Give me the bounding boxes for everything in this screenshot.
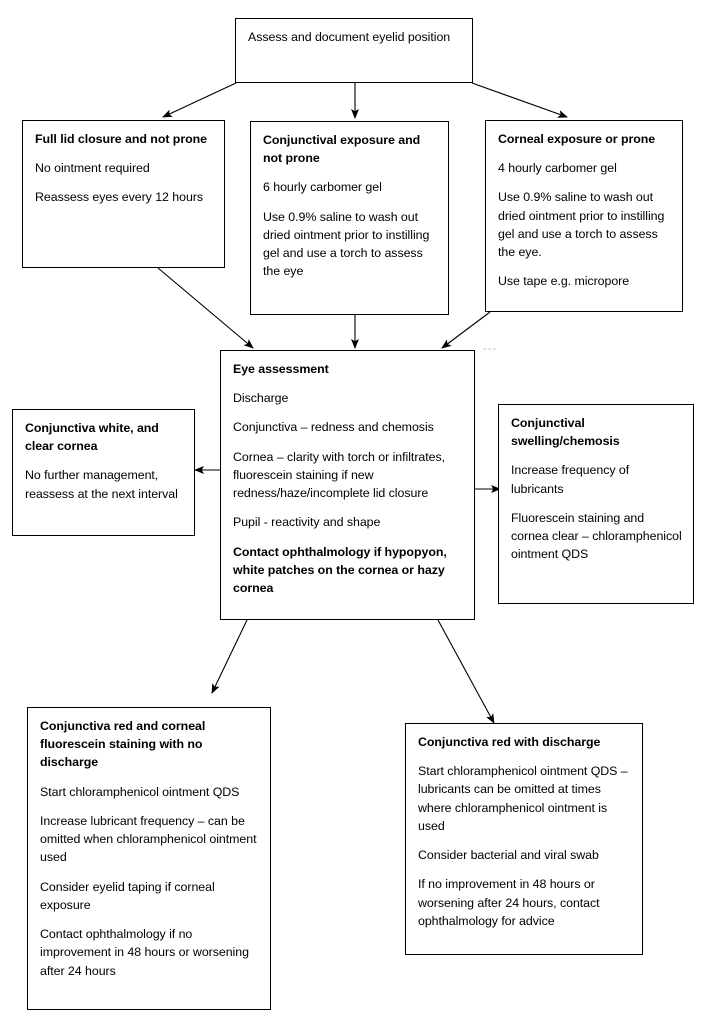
- node-heading: Eye assessment: [233, 362, 329, 376]
- edge-eye-assessment-to-conjunctiva-red-with-discharge: [437, 619, 495, 724]
- node-paragraph: Use 0.9% saline to wash out dried ointme…: [498, 190, 665, 260]
- node-assess-and-document-eyelid-position[interactable]: Assess and document eyelid position: [235, 18, 473, 83]
- node-paragraph: Use 0.9% saline to wash out dried ointme…: [263, 209, 430, 279]
- node-paragraph: Contact ophthalmology if no improvement …: [40, 927, 249, 978]
- node-body: Full lid closure and not prone No ointmen…: [35, 130, 213, 207]
- node-paragraph: Reassess eyes every 12 hours: [35, 190, 204, 205]
- edge-eye-assessment-to-conjunctiva-red-no-discharge: [211, 619, 248, 694]
- node-paragraph: If no improvement in 48 hours or worseni…: [418, 877, 600, 928]
- node-paragraph: Discharge: [233, 391, 289, 406]
- node-heading: Conjunctival swelling/chemosis: [511, 416, 620, 449]
- node-paragraph: Start chloramphenicol ointment QDS – lub…: [418, 764, 628, 833]
- node-heading: Conjunctival exposure and not prone: [263, 133, 421, 166]
- node-paragraph: Pupil - reactivity and shape: [233, 515, 381, 530]
- edge-full-lid-to-eye-assessment: [157, 267, 254, 349]
- node-heading: Conjunctiva red with discharge: [418, 735, 601, 749]
- node-paragraph: Consider bacterial and viral swab: [418, 848, 599, 863]
- node-paragraph: Cornea – clarity with torch or infiltrat…: [233, 449, 446, 501]
- node-heading: Corneal exposure or prone: [498, 132, 656, 146]
- node-body: Assess and document eyelid position: [248, 28, 461, 46]
- stray-dash-artifact: ---: [483, 343, 497, 355]
- node-paragraph: Conjunctiva – redness and chemosis: [233, 420, 434, 435]
- node-body: Conjunctiva white, and clear cornea No fu…: [25, 419, 183, 503]
- node-paragraph: Start chloramphenicol ointment QDS: [40, 784, 240, 799]
- node-paragraph: No ointment required: [35, 161, 150, 176]
- node-paragraph: 6 hourly carbomer gel: [263, 180, 382, 195]
- edge-assess-to-corneal-exposure: [471, 82, 568, 118]
- node-paragraph: Use tape e.g. micropore: [498, 274, 630, 289]
- node-paragraph: 4 hourly carbomer gel: [498, 161, 617, 176]
- node-paragraph: No further management, reassess at the n…: [25, 468, 178, 501]
- node-paragraph: Increase lubricant frequency – can be om…: [40, 813, 257, 865]
- node-heading: Full lid closure and not prone: [35, 132, 207, 146]
- node-conjunctiva-white-and-clear-cornea[interactable]: Conjunctiva white, and clear cornea No fu…: [12, 409, 195, 536]
- node-paragraph: Fluorescein staining and cornea clear – …: [511, 510, 682, 562]
- node-paragraph: Assess and document eyelid position: [248, 30, 451, 44]
- node-conjunctiva-red-and-corneal-fluorescein-staining-with-no-discharge[interactable]: Conjunctiva red and corneal fluorescein …: [27, 707, 271, 1010]
- node-paragraph: Consider eyelid taping if corneal exposu…: [40, 879, 215, 912]
- node-heading: Conjunctiva red and corneal fluorescein …: [40, 719, 206, 770]
- node-full-lid-closure-and-not-prone[interactable]: Full lid closure and not prone No ointmen…: [22, 120, 225, 268]
- node-corneal-exposure-or-prone[interactable]: Corneal exposure or prone 4 hourly carbom…: [485, 120, 683, 312]
- node-heading: Contact ophthalmology if hypopyon, white…: [233, 544, 447, 596]
- node-conjunctival-exposure-and-not-prone[interactable]: Conjunctival exposure and not prone 6 hou…: [250, 121, 449, 315]
- node-body: Conjunctival exposure and not prone 6 hou…: [263, 131, 437, 281]
- node-paragraph: Increase frequency of lubricants: [511, 463, 630, 496]
- node-heading: Conjunctiva white, and clear cornea: [25, 421, 159, 454]
- edge-assess-to-full-lid: [162, 82, 237, 118]
- node-body: Conjunctiva red and corneal fluorescein …: [40, 717, 259, 980]
- node-body: Corneal exposure or prone 4 hourly carbom…: [498, 130, 671, 291]
